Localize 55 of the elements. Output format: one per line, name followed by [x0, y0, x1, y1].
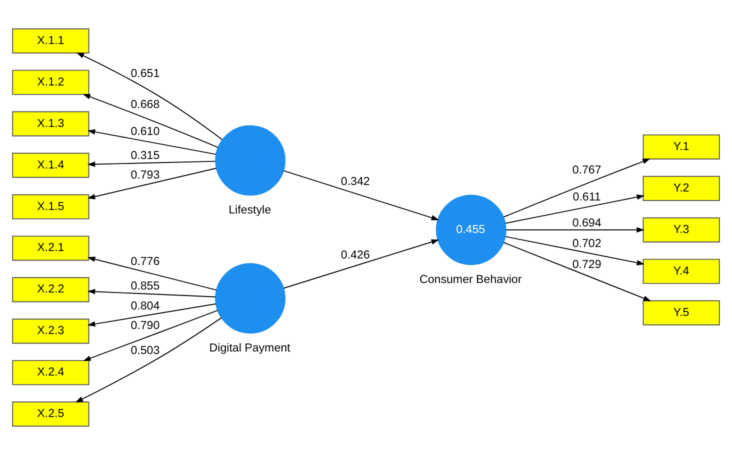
node-box: X.1.1: [12, 28, 90, 54]
node-box: X.1.2: [12, 70, 90, 95]
node-box: X.1.3: [12, 111, 90, 136]
node-box: X.2.1: [12, 236, 90, 261]
edge-label: 0.767: [572, 164, 602, 177]
arrow: [283, 239, 440, 289]
edge-label: 0.702: [572, 238, 602, 250]
node-circle: 0.455: [436, 194, 506, 266]
arrow: [82, 94, 219, 148]
node-label: Lifestyle: [228, 204, 272, 217]
arrow: [87, 288, 216, 298]
arrow: [76, 52, 223, 140]
edge-label: 0.426: [340, 249, 370, 262]
node-box: X.2.5: [12, 402, 90, 427]
node-box: X.2.4: [12, 360, 90, 386]
edge-label: 0.793: [130, 169, 160, 182]
arrow: [87, 160, 216, 167]
node-box: Y.1: [642, 134, 720, 160]
node-box: Y.4: [642, 258, 720, 284]
edge-label: 0.790: [130, 320, 160, 332]
edge-label: 0.804: [130, 300, 160, 313]
node-label: Digital Payment: [209, 342, 290, 355]
arrow: [283, 170, 440, 220]
arrow: [83, 310, 218, 361]
edge-label: 0.651: [130, 68, 160, 80]
node-box: X.1.4: [12, 152, 90, 178]
node-box: X.2.3: [12, 318, 90, 344]
node-circle: [215, 263, 286, 334]
node-circle: [215, 125, 286, 196]
edge-label: 0.503: [130, 344, 160, 357]
edge-label: 0.668: [130, 99, 160, 112]
arrow: [87, 129, 216, 155]
arrow: [506, 227, 644, 233]
edge-label: 0.855: [130, 280, 160, 292]
node-box: X.2.2: [12, 277, 90, 302]
node-box: Y.3: [642, 217, 720, 242]
edge-label: 0.694: [572, 218, 602, 230]
edge-label: 0.610: [130, 126, 160, 138]
arrow: [503, 242, 652, 302]
edge-label: 0.342: [340, 176, 370, 188]
arrow: [503, 158, 650, 218]
node-box: X.1.5: [12, 194, 90, 220]
arrow: [87, 256, 218, 291]
edge-label: 0.729: [572, 259, 602, 272]
node-label: Consumer Behavior: [420, 274, 522, 286]
node-box: Y.2: [642, 176, 720, 201]
arrow: [87, 303, 216, 327]
arrow: [505, 194, 645, 224]
edge-label: 0.776: [130, 256, 160, 268]
arrow: [75, 317, 222, 403]
arrow: [505, 236, 645, 266]
node-box: Y.5: [642, 300, 720, 326]
edge-label: 0.611: [572, 192, 601, 204]
edge-label: 0.315: [130, 150, 160, 162]
arrow: [87, 168, 217, 200]
